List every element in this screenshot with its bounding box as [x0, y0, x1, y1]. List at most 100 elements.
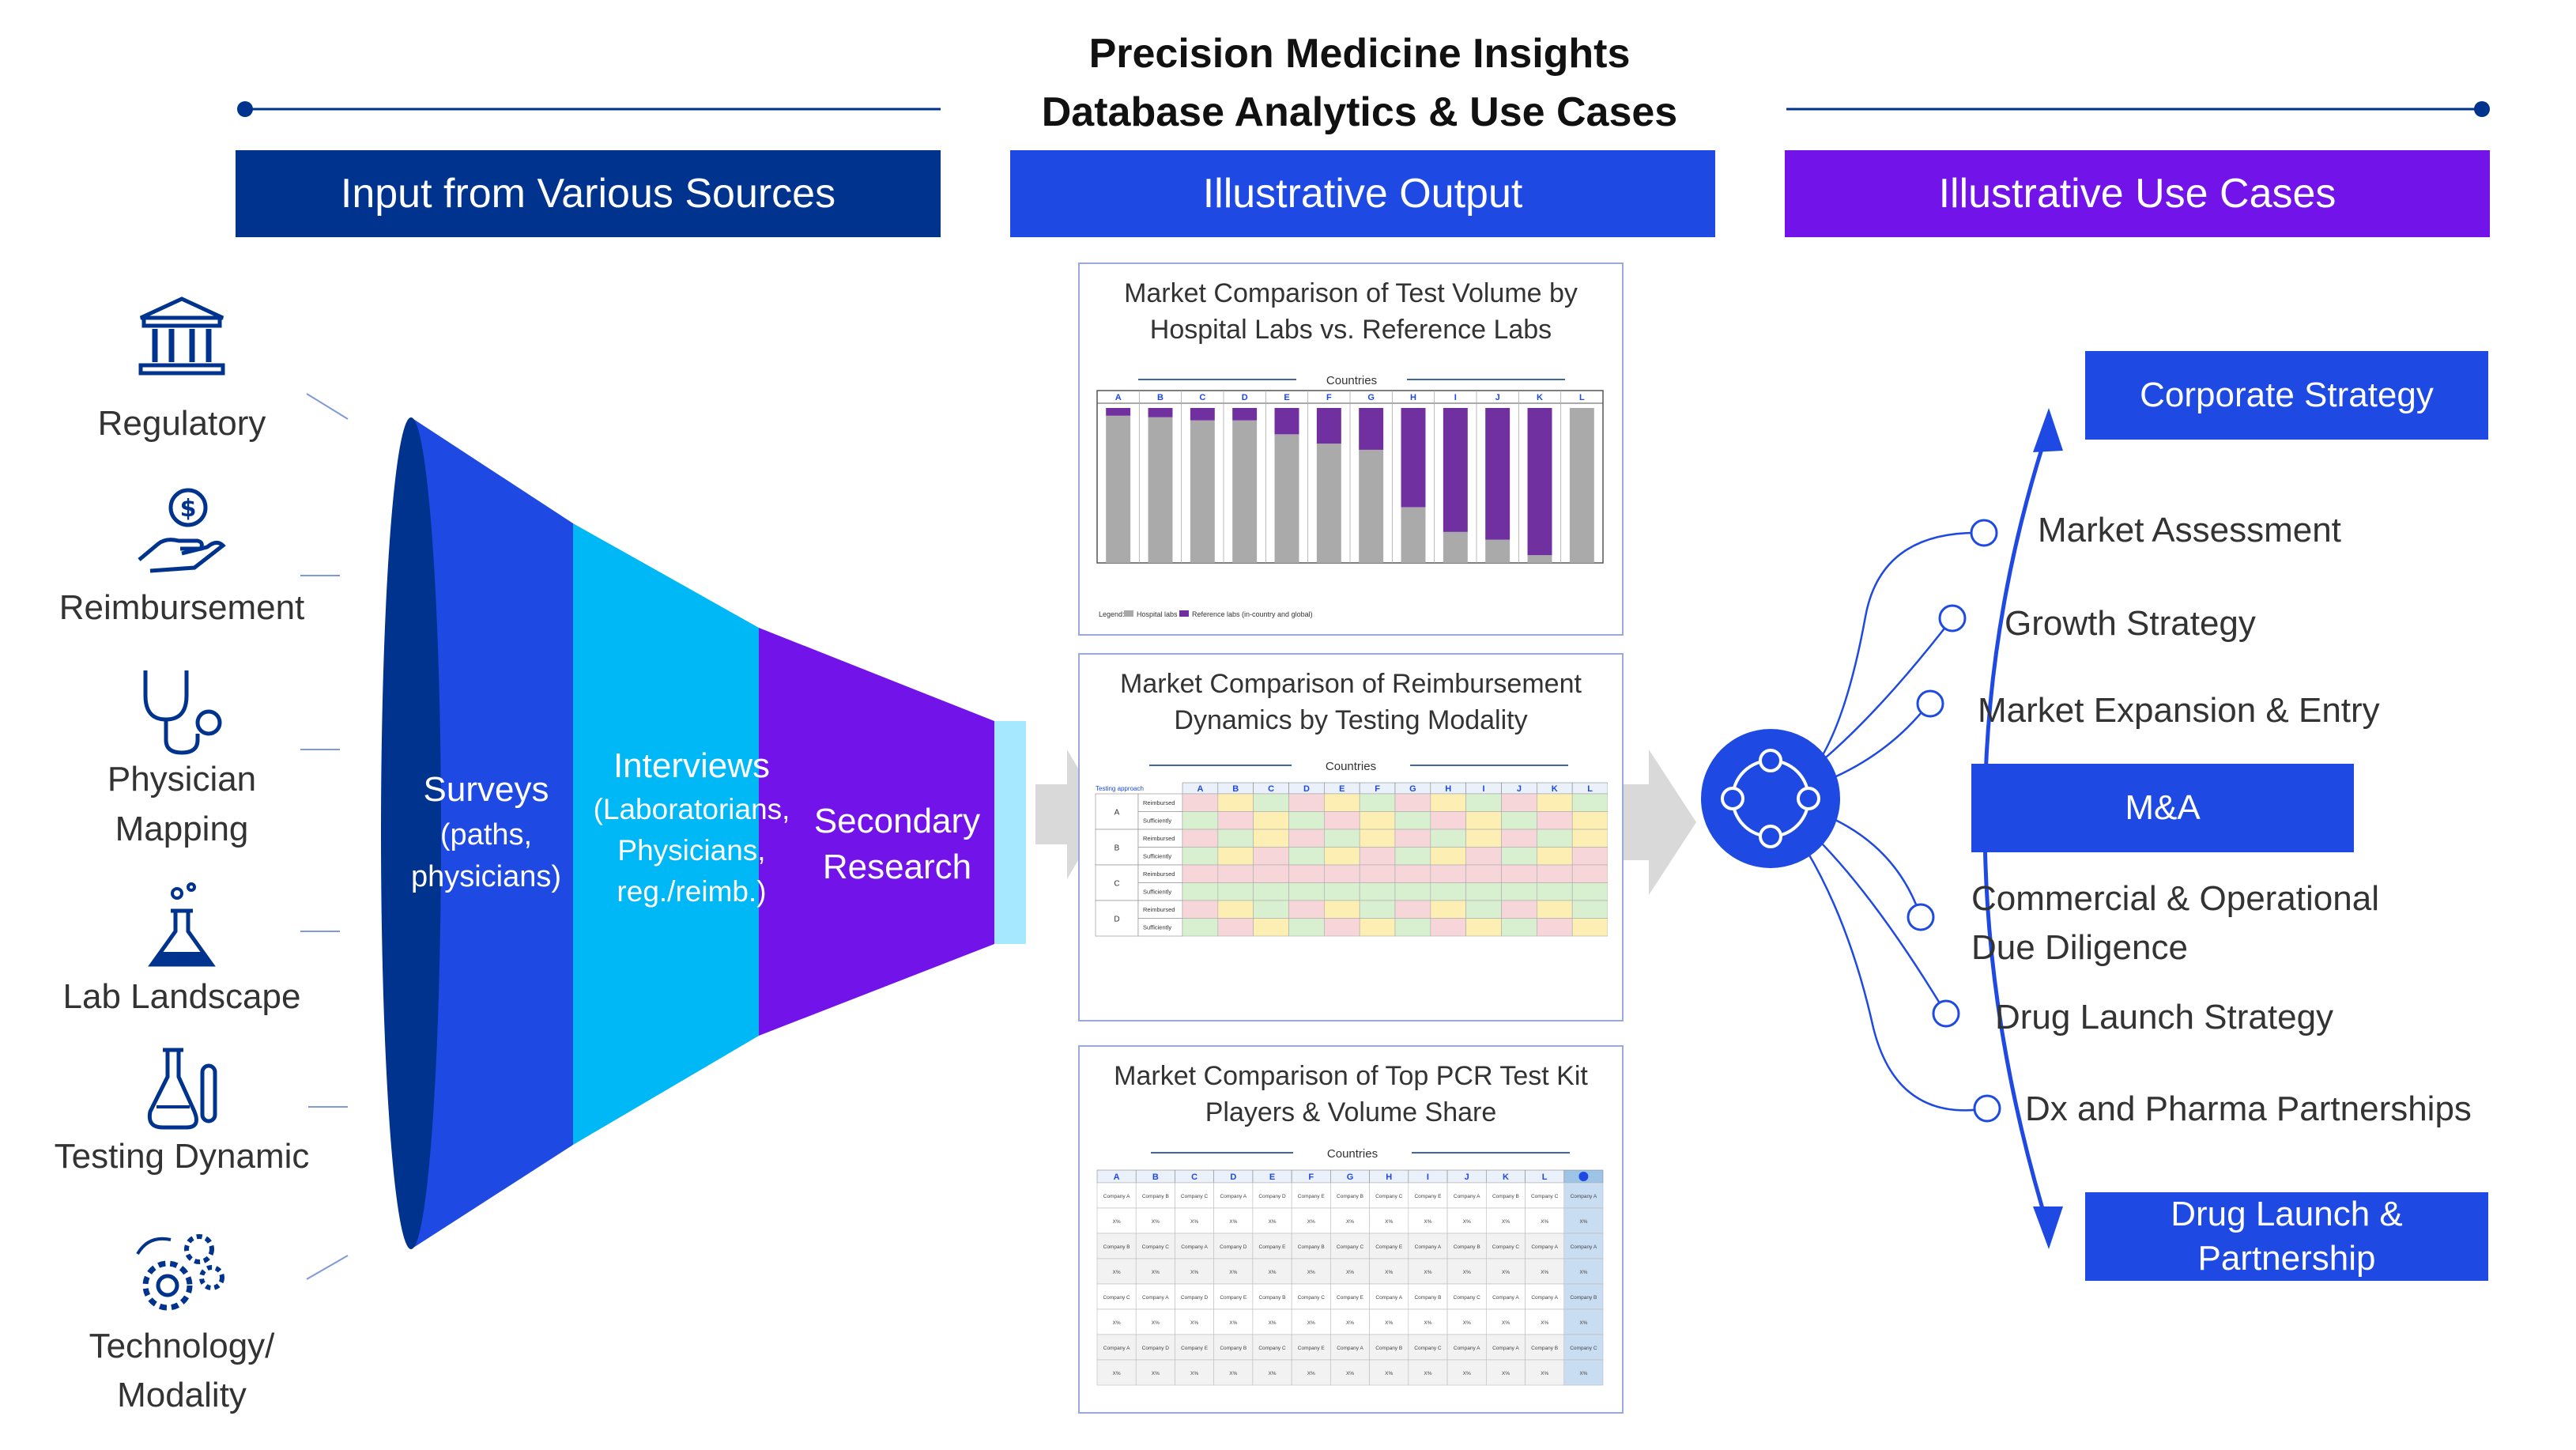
panel1-legend-a: Hospital labs — [1137, 610, 1178, 618]
panel2-sub-label: Sufficiently — [1143, 889, 1171, 896]
panel3-cell — [1486, 1334, 1526, 1361]
panel3-company: Company D — [1258, 1194, 1286, 1199]
panel2-row-label-cell — [1095, 829, 1139, 866]
panel2-cell — [1288, 918, 1325, 937]
panel2-cell — [1394, 847, 1431, 866]
panel1-title-l2: Hospital Labs vs. Reference Labs — [1149, 315, 1552, 345]
panel3-cell — [1135, 1359, 1175, 1386]
panel2-cell — [1182, 793, 1219, 812]
panel2-cell — [1217, 900, 1254, 919]
panel2-cell — [1501, 864, 1537, 883]
panel3-cell — [1369, 1308, 1409, 1335]
panel2-row-label: A — [1115, 809, 1120, 818]
panel2-sub-label: Sufficiently — [1143, 924, 1171, 931]
panel3-company: Company A — [1492, 1346, 1519, 1351]
panel2-cell — [1430, 900, 1466, 919]
panel3-company: Company A — [1181, 1244, 1208, 1250]
panel1-bar-reference — [1316, 408, 1341, 444]
panel1-bar-reference — [1148, 408, 1173, 417]
panel2-row-label: C — [1114, 880, 1119, 889]
interviews-sub-1: (Laboratorians, — [593, 793, 790, 825]
panel3-title-l1: Market Comparison of Top PCR Test Kit — [1114, 1061, 1588, 1091]
panel2-cell — [1537, 847, 1573, 866]
panel2-cell — [1324, 882, 1360, 901]
panel2-cell — [1571, 829, 1608, 848]
stethoscope-icon — [134, 664, 229, 763]
funnel-secondary: Secondary Research — [798, 799, 996, 890]
panel3-share: X% — [1463, 1320, 1471, 1326]
panel3-cell — [1486, 1258, 1526, 1285]
bank-icon — [134, 294, 229, 387]
panel3-col-label: K — [1503, 1172, 1509, 1182]
panel3-share: X% — [1229, 1270, 1237, 1275]
panel1-bar-hospital — [1569, 408, 1594, 563]
panel1-bar-reference — [1485, 408, 1511, 540]
panel2-cell — [1182, 864, 1219, 883]
panel2-cell — [1394, 918, 1431, 937]
panel1-bar-hospital — [1443, 531, 1468, 563]
panel3-company: Company B — [1103, 1244, 1130, 1250]
panel3-cell — [1330, 1308, 1370, 1335]
panel3-company: Company E — [1414, 1194, 1442, 1199]
panel2-cell — [1288, 882, 1325, 901]
panel2-cell — [1359, 847, 1396, 866]
funnel-graphic — [381, 417, 1026, 1249]
panel2-cell — [1324, 864, 1360, 883]
panel2-cell — [1359, 864, 1396, 883]
svg-text:$: $ — [180, 495, 197, 523]
panel3-cell — [1486, 1207, 1526, 1234]
panel3-company: Company E — [1220, 1295, 1247, 1301]
panel3-company: Company A — [1220, 1194, 1247, 1199]
panel2-sub-label: Reimbursed — [1143, 835, 1175, 842]
panel3-company: Company C — [1142, 1244, 1170, 1250]
panel2-cell — [1217, 882, 1254, 901]
panel3-share: X% — [1268, 1219, 1276, 1225]
panel2-cell — [1465, 847, 1502, 866]
panel3-cell — [1252, 1308, 1292, 1335]
panel3-cell — [1135, 1258, 1175, 1285]
panel2-cell — [1430, 864, 1466, 883]
panel3-company: Company A — [1531, 1244, 1558, 1250]
panel3-cell — [1175, 1283, 1214, 1310]
panel2-col-label: C — [1268, 784, 1274, 794]
secondary-l2: Research — [822, 848, 972, 886]
flask-icon — [142, 879, 221, 978]
panel2-cell — [1537, 811, 1573, 830]
panel3-cell — [1525, 1182, 1565, 1209]
panel1-col-label: F — [1326, 393, 1332, 402]
panel2-sub-label: Reimbursed — [1143, 799, 1175, 806]
panel2-cell — [1288, 864, 1325, 883]
panel3-cell — [1213, 1334, 1254, 1361]
panel3-cell — [1486, 1233, 1526, 1259]
panel3-cell — [1408, 1258, 1448, 1285]
panel3-share: X% — [1579, 1219, 1587, 1225]
panel3-share: X% — [1190, 1320, 1198, 1326]
panel2-cell — [1253, 811, 1289, 830]
panel3-company: Company A — [1337, 1346, 1363, 1351]
panel1-col-label: H — [1410, 393, 1416, 402]
panel3-cell — [1213, 1233, 1254, 1259]
panel2-col-label: A — [1197, 784, 1203, 794]
panel3-company: Company C — [1337, 1244, 1364, 1250]
usecase-growth-strategy: Growth Strategy — [2005, 604, 2256, 643]
panel3-cell — [1408, 1308, 1448, 1335]
panel2-sub-label: Reimbursed — [1143, 870, 1175, 878]
panel3-share: X% — [1229, 1219, 1237, 1225]
panel3-col-label: B — [1152, 1172, 1159, 1182]
panel3-company: Company B — [1375, 1346, 1402, 1351]
source-regulatory: Regulatory — [97, 404, 266, 443]
panel2-cell — [1324, 847, 1360, 866]
panel3-company: Company E — [1337, 1295, 1364, 1301]
panel3-share: X% — [1229, 1371, 1237, 1376]
panel3-company: Company A — [1454, 1346, 1480, 1351]
surveys-title: Surveys — [423, 770, 549, 809]
panel1-bar-reference — [1359, 408, 1384, 450]
panel2-cell — [1571, 847, 1608, 866]
panel1-bar-reference — [1190, 408, 1215, 421]
panel3-cell — [1096, 1233, 1137, 1259]
panel3-cell — [1252, 1258, 1292, 1285]
panel3-cell — [1175, 1308, 1214, 1335]
panel3-cell — [1252, 1334, 1292, 1361]
panel3-cell — [1175, 1207, 1214, 1234]
panel3-share: X% — [1579, 1320, 1587, 1326]
